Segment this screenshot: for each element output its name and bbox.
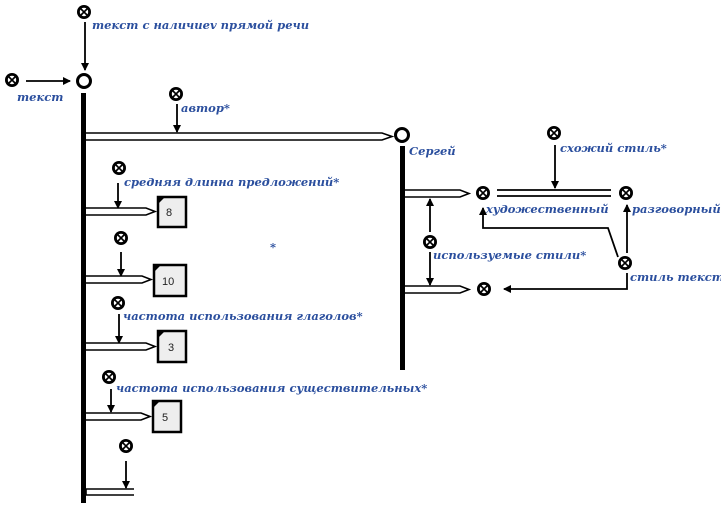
link-hidden-attribute-2: [85, 488, 134, 496]
value-avg-sentence-length: 8: [166, 207, 172, 219]
label-author: автор*: [181, 101, 230, 115]
label-hidden-attribute-1-asterisk: *: [270, 240, 276, 254]
attribute-x-circle-icon[interactable]: [4, 72, 20, 88]
arrow-text-style-to-artistic: [479, 207, 619, 258]
arrow-text-style-to-hidden-style: [503, 273, 628, 293]
link-hidden-attribute-1: [86, 275, 154, 284]
attribute-x-circle-icon[interactable]: [617, 255, 633, 271]
value-verb-frequency: 3: [168, 342, 174, 354]
attribute-x-circle-icon[interactable]: [118, 438, 134, 454]
label-colloquial: разговорный: [632, 202, 721, 216]
attribute-x-circle-icon[interactable]: [546, 125, 562, 141]
sergey-object-node[interactable]: [394, 127, 410, 143]
value-noun-frequency: 5: [162, 412, 168, 424]
attribute-x-circle-icon[interactable]: [76, 4, 92, 20]
style-x-circle-icon[interactable]: [475, 185, 491, 201]
label-text-direct-speech: текст с наличиev прямой речи: [92, 18, 309, 32]
attribute-x-circle-icon[interactable]: [110, 295, 126, 311]
style-x-circle-icon[interactable]: [618, 185, 634, 201]
link-noun-frequency: [86, 412, 153, 421]
label-verb-frequency: частота использования глаголов*: [123, 309, 363, 323]
link-verb-frequency: [86, 342, 158, 351]
label-similar-style: схожий стиль*: [560, 141, 667, 155]
value-hidden-attribute-1: 10: [162, 276, 174, 288]
value-box-verb-frequency[interactable]: 3: [156, 329, 188, 364]
link-author-to-sergey: [86, 132, 395, 141]
attribute-x-circle-icon[interactable]: [113, 230, 129, 246]
main-trunk-line: [81, 93, 86, 503]
value-box-avg-sentence-length[interactable]: 8: [156, 195, 188, 229]
text-object-node[interactable]: [76, 73, 92, 89]
link-sergey-to-hidden-style: [405, 285, 472, 294]
link-avg-sentence-length: [86, 207, 158, 216]
style-x-circle-icon[interactable]: [476, 281, 492, 297]
attribute-x-circle-icon[interactable]: [111, 160, 127, 176]
label-text: текст: [17, 90, 63, 104]
label-artistic: художественный: [485, 202, 609, 216]
attribute-x-circle-icon[interactable]: [422, 234, 438, 250]
label-used-styles: используемые стили*: [433, 248, 586, 262]
link-sergey-to-artistic: [405, 189, 472, 198]
attribute-x-circle-icon[interactable]: [168, 86, 184, 102]
label-noun-frequency: частота использования существительных*: [116, 381, 427, 395]
attribute-x-circle-icon[interactable]: [101, 369, 117, 385]
label-avg-sentence-length: средняя длинна предложений*: [124, 175, 339, 189]
value-box-hidden-attribute-1[interactable]: 10: [152, 263, 188, 298]
value-box-noun-frequency[interactable]: 5: [151, 399, 183, 434]
label-sergey: Сергей: [409, 144, 456, 158]
sergey-trunk-line: [400, 146, 405, 370]
